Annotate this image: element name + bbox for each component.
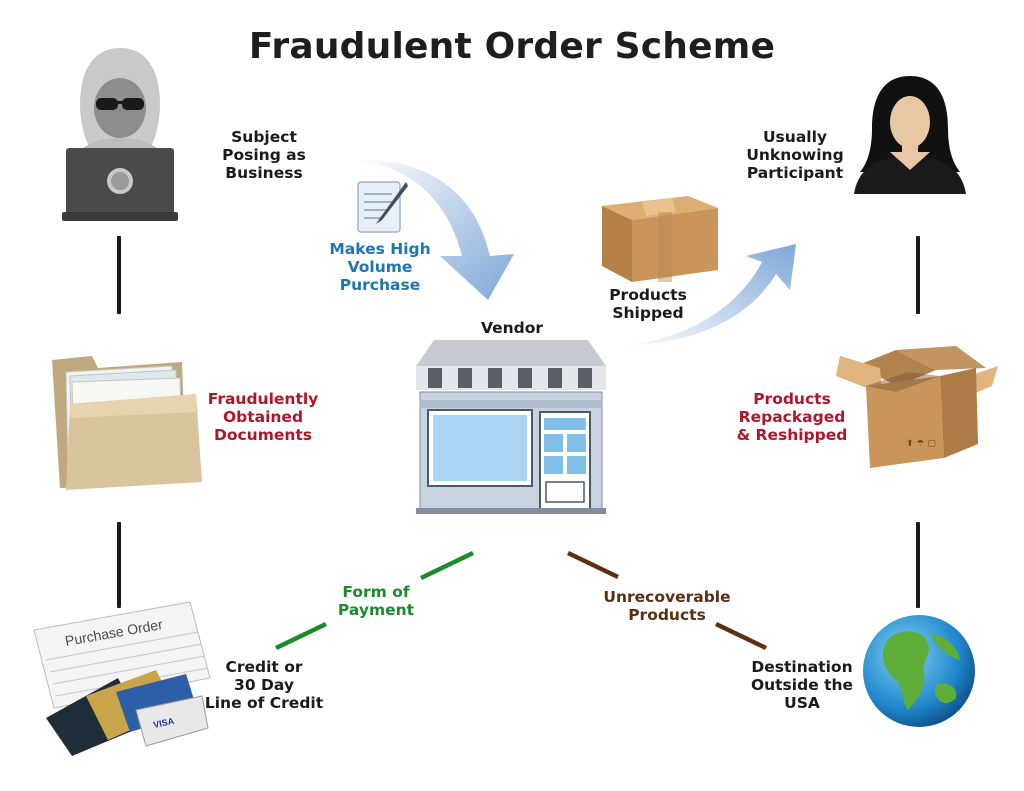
payment-label: Form of Payment	[337, 583, 415, 619]
destination-label: Destination Outside the USA	[750, 658, 854, 712]
open-box-icon: ⬆ ☂ ▢	[836, 346, 998, 468]
products-shipped-label: Products Shipped	[609, 286, 687, 322]
connector-right-bottom	[916, 522, 920, 608]
hacker-laptop-icon	[62, 48, 178, 221]
svg-text:⬆ ☂ ▢: ⬆ ☂ ▢	[906, 439, 936, 449]
unrecoverable-label: Unrecoverable Products	[603, 588, 731, 624]
connector-left-bottom	[117, 522, 121, 608]
globe-icon	[863, 615, 975, 727]
cardboard-box-icon	[602, 196, 718, 282]
connector-left-top	[117, 236, 121, 314]
credit-label: Credit or 30 Day Line of Credit	[204, 658, 324, 712]
folder-icon	[52, 356, 202, 490]
woman-silhouette-icon	[854, 76, 966, 194]
pen-paper-icon	[357, 181, 408, 233]
storefront-icon	[416, 340, 606, 514]
makes-purchase-label: Makes High Volume Purchase	[329, 240, 431, 294]
subject-label: Subject Posing as Business	[222, 128, 306, 182]
connector-right-top	[916, 236, 920, 314]
diagram-title: Fraudulent Order Scheme	[248, 26, 776, 67]
documents-label: Fraudulently Obtained Documents	[207, 390, 319, 444]
participant-label: Usually Unknowing Participant	[746, 128, 844, 182]
vendor-label: Vendor	[480, 319, 544, 337]
purchase-order-cards-icon: Purchase Order VISA	[33, 601, 211, 756]
visa-text: VISA	[152, 716, 175, 730]
repackaged-label: Products Repackaged & Reshipped	[736, 390, 848, 444]
